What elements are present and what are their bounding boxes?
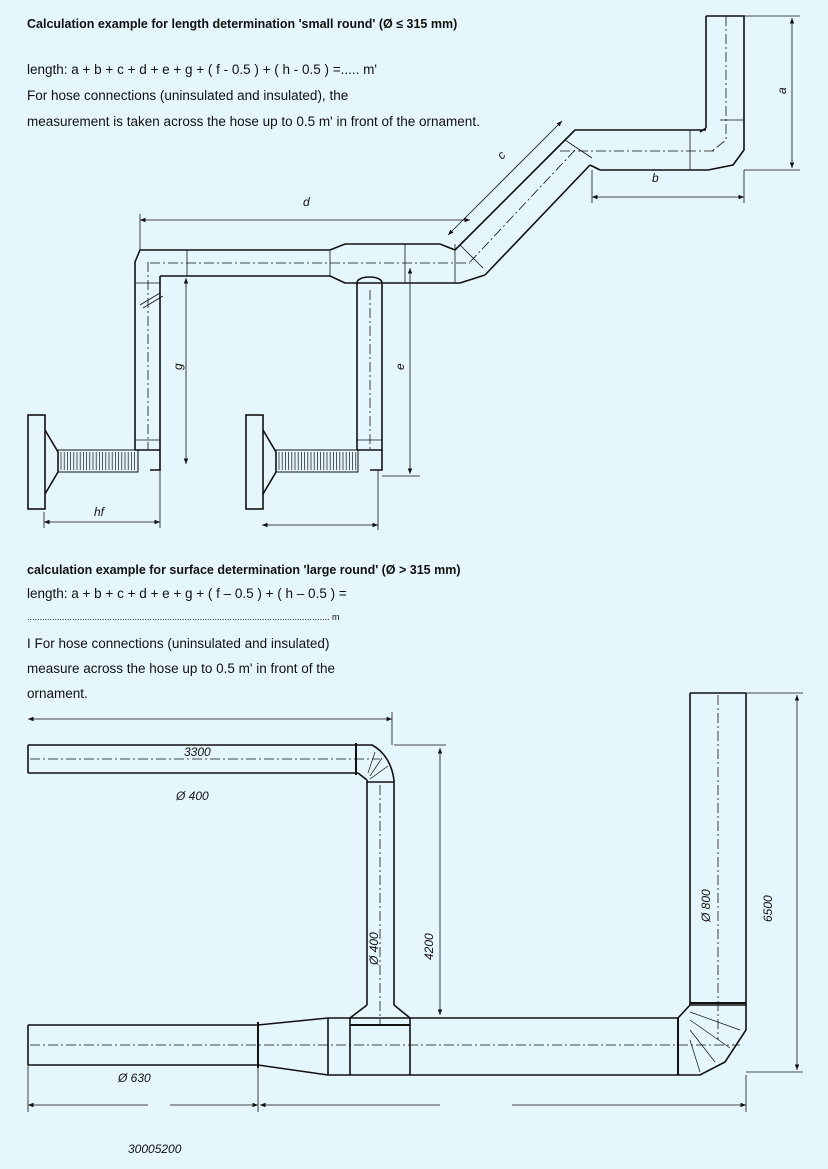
drawing-large-round	[27, 692, 803, 1112]
dim-label-dia-400-vert: Ø 400	[367, 932, 381, 966]
section2-dots-line: ........................................…	[27, 612, 340, 622]
hose-right	[245, 414, 359, 510]
dim-label-d: d	[303, 195, 310, 209]
duct-vertical-400	[349, 780, 411, 1075]
drawing-small-round	[27, 15, 800, 530]
dim-label-3300: 3300	[184, 745, 211, 759]
footer-code: 30005200	[128, 1142, 182, 1156]
dim-label-hf: hf	[94, 505, 106, 519]
duct-segment-e	[356, 276, 383, 471]
duct-segment-d	[140, 243, 470, 284]
section2-note-line3: ornament.	[27, 686, 88, 701]
section2-formula: length: a + b + c + d + e + g + ( f – 0.…	[27, 586, 347, 601]
section1-title: Calculation example for length determina…	[27, 17, 458, 31]
duct-bottom-main	[27, 1017, 740, 1076]
section1-note-line2: measurement is taken across the hose up …	[27, 114, 480, 129]
duct-segment-c	[439, 139, 593, 284]
dim-label-dia-800: Ø 800	[699, 889, 713, 923]
hose-corrugation	[60, 452, 357, 470]
duct-segment-a	[699, 15, 745, 171]
dim-label-dia-630: Ø 630	[117, 1071, 151, 1085]
dim-label-b: b	[652, 171, 659, 185]
dim-label-6500: 6500	[761, 895, 775, 922]
section2-note-line1: I For hose connections (uninsulated and …	[27, 636, 330, 651]
duct-segment-b	[559, 129, 715, 171]
dimension-lines-large	[27, 692, 803, 1112]
dim-label-a: a	[775, 87, 789, 94]
duct-top-horizontal	[27, 743, 380, 775]
elbow-top	[357, 744, 395, 781]
dimension-lines-small	[43, 15, 800, 530]
dim-label-dia-400-top: Ø 400	[175, 789, 209, 803]
dim-label-4200: 4200	[422, 933, 436, 960]
duct-vertical-800	[689, 692, 747, 1040]
section1-note-line1: For hose connections (uninsulated and in…	[27, 88, 349, 103]
dim-label-g: g	[171, 363, 185, 370]
dim-label-c: c	[494, 148, 508, 162]
section1-formula: length: a + b + c + d + e + g + ( f - 0.…	[27, 62, 378, 77]
duct-segment-g	[134, 249, 164, 471]
elbow-bottom-right	[677, 1004, 747, 1076]
dim-label-e: e	[393, 363, 407, 370]
section2-title: calculation example for surface determin…	[27, 563, 461, 577]
section2-note-line2: measure across the hose up to 0.5 m' in …	[27, 661, 335, 676]
